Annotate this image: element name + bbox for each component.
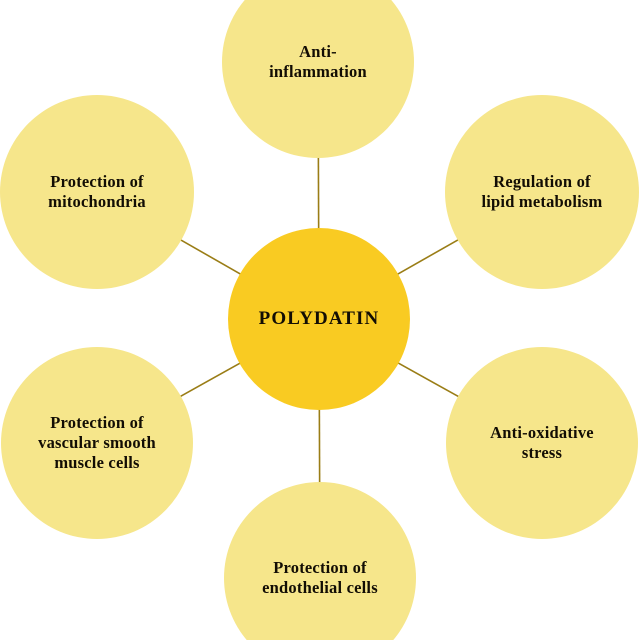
spoke-line-protection-of-vascular-smooth-muscle-cells [179,362,241,398]
spoke-line-protection-of-mitochondria [179,238,242,276]
satellite-node-label: Anti-inflammation [269,41,367,81]
spoke-line-regulation-of-lipid-metabolism [396,238,459,276]
satellite-node-anti-inflammation[interactable]: Anti-inflammation [222,0,414,158]
center-node-label: POLYDATIN [258,308,380,330]
spoke-line-anti-oxidative-stress [397,362,460,398]
center-node-polydatin[interactable]: POLYDATIN [228,228,410,410]
